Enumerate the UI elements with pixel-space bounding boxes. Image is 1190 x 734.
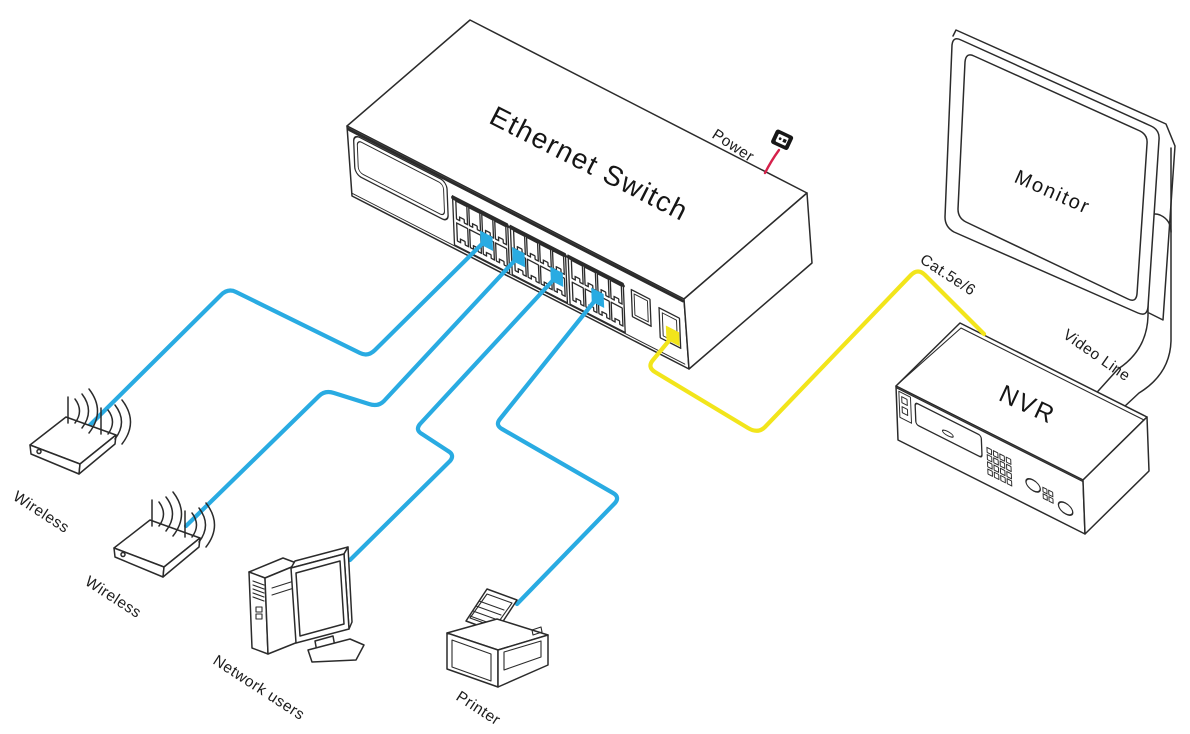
rj45-port (481, 235, 496, 261)
rj45-port (525, 236, 539, 262)
nvr-button (1006, 463, 1012, 473)
monitor-screen (957, 54, 1148, 301)
nvr-ir-window (901, 406, 909, 416)
uplink-cable-nvr (648, 269, 987, 433)
nvr-button (999, 453, 1005, 462)
nvr-button (986, 446, 993, 456)
pc-drive-slot (271, 580, 295, 589)
rj45-port (468, 206, 482, 233)
nvr-button (1042, 486, 1048, 495)
port-block (567, 254, 626, 334)
rj45-port (570, 259, 584, 285)
printer-button (531, 626, 543, 636)
nvr-button (1048, 489, 1054, 498)
power-cable (763, 148, 781, 175)
port-block-lip (508, 225, 568, 258)
nvr-eject-button (941, 429, 954, 438)
rj45-port (583, 266, 597, 292)
printer-device (446, 588, 549, 688)
ethernet-switch: Ethernet Switch (346, 19, 813, 370)
nvr-button (993, 457, 999, 466)
port-block-lip (566, 255, 625, 288)
lan-cable-network-users (347, 274, 559, 563)
port-block-lip (451, 195, 510, 229)
wireless-1-label: Wireless (10, 488, 72, 537)
network-users-label: Network users (210, 652, 308, 724)
nvr-button (1000, 474, 1006, 484)
monitor-frame (944, 38, 1160, 315)
nvr-button (1042, 493, 1048, 501)
nvr-button (987, 468, 993, 477)
video-line-label: Video Line (1060, 326, 1134, 385)
rj45-port (526, 258, 540, 284)
switch-right-face (683, 192, 813, 370)
nvr-button (1006, 470, 1012, 480)
nvr: NVR (895, 322, 1150, 535)
monitor: Monitor (944, 29, 1176, 321)
nvr-power-led (901, 396, 908, 406)
nvr-button (1006, 478, 1013, 487)
rj45-port (552, 271, 566, 298)
pc-tower-vents (252, 580, 265, 602)
nvr-jog-dial (1025, 477, 1041, 493)
uplink-port-inner (633, 293, 649, 323)
rj45-port (538, 243, 552, 269)
nvr-right-face (1082, 416, 1150, 535)
rj45-port (571, 281, 585, 307)
nvr-button (1048, 496, 1054, 504)
nvr-top-rim (897, 327, 1145, 421)
rj45-port (456, 222, 470, 248)
rj45-port (455, 200, 469, 226)
uplink-port (630, 288, 652, 328)
port-block (509, 224, 569, 304)
pc-button (255, 613, 263, 620)
monitor-bevel-edge (952, 29, 1176, 321)
printer-left-recess (451, 639, 492, 682)
switch-bottom-seam (350, 192, 686, 365)
nvr-button (987, 461, 993, 470)
nvr-button (992, 450, 999, 459)
pc-monitor-screen (295, 560, 345, 637)
nvr-button (1005, 456, 1012, 465)
rj45-port (597, 294, 611, 321)
nvr-button (999, 467, 1006, 477)
nvr-button (993, 471, 1000, 481)
pc-button (255, 606, 263, 613)
pc-monitor-base (307, 638, 365, 663)
network-users-pc (248, 546, 365, 663)
nvr-front-panel (896, 387, 1083, 516)
lan-cable-wireless-1 (85, 237, 489, 430)
rj45-port (513, 251, 527, 278)
printer-front-face (497, 634, 549, 688)
uplink-port (658, 306, 682, 350)
printer-output-tray (503, 640, 542, 671)
switch-label-plate (353, 135, 449, 221)
nvr-usb-knob (1057, 501, 1074, 516)
pc-drive-slot (271, 587, 295, 596)
nvr-button (986, 454, 993, 463)
switch-label-plate-inner (356, 141, 445, 216)
lan-cable-printer (495, 295, 620, 607)
nvr-button-grid (986, 446, 1054, 504)
nvr-button (999, 460, 1006, 469)
printer-label: Printer (453, 688, 503, 729)
wireless-ap-2 (114, 492, 215, 577)
rj45-port (609, 279, 623, 305)
nvr-side-panel (898, 390, 912, 424)
wireless-2-label: Wireless (82, 573, 144, 622)
rj45-port (610, 301, 624, 327)
lan-cable-wireless-2 (183, 254, 521, 529)
pc-monitor-frame (290, 553, 350, 644)
switch-top-groove (347, 127, 684, 303)
port-block (451, 195, 511, 274)
nvr-dvd-slot (914, 402, 983, 458)
nvr-front-lip (896, 387, 1083, 482)
power-plug-icon (771, 129, 794, 150)
rj45-port (494, 242, 509, 268)
rj45-port (494, 220, 508, 246)
nvr-button (993, 464, 1000, 473)
